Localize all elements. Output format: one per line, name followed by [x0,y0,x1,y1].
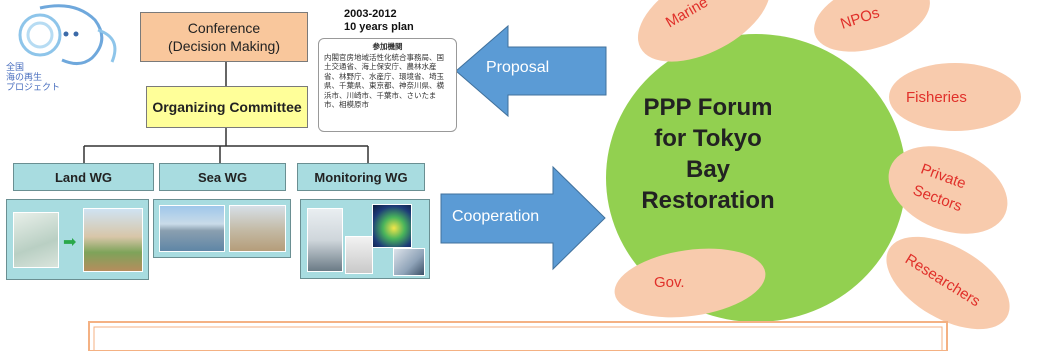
participants-box: 参加機関 内閣官房地域活性化統合事務局、国土交通省、海上保安庁、農林水産省、林野… [318,38,457,132]
sea-photo-2 [229,205,286,252]
logo-text: 全国 海の再生 プロジェクト [6,62,60,92]
forum-title-line-4: Restoration [641,187,775,214]
cooperation-label: Cooperation [452,208,540,225]
plan-title: 2003-2012 10 years plan [344,8,414,34]
logo-line-1: 全国 [6,62,25,72]
land-wg-box: Land WG [13,163,154,191]
sea-wg-label: Sea WG [197,169,248,185]
logo-line-2: 海の再生 [6,72,43,82]
land-photo-2 [83,208,143,272]
participants-list: 内閣官房地域活性化統合事務局、国土交通省、海上保安庁、農林水産省、林野庁、水産庁… [324,52,444,110]
cooperation-arrow [440,165,606,271]
forum-title-line-1: PPP Forum [643,94,773,121]
logo-line-3: プロジェクト [6,82,61,92]
proposal-arrow [455,24,607,118]
monitoring-photo-4 [393,248,425,276]
plan-title-label: 10 years plan [344,21,414,33]
arrow-right-icon: ➡ [63,234,77,251]
petal-gov [614,248,766,318]
participants-header: 参加機関 [372,42,403,51]
monitoring-wg-photos [300,199,430,279]
monitoring-wg-box: Monitoring WG [297,163,425,191]
petal-label-gov: Gov. [654,274,685,291]
organizing-committee-label: Organizing Committee [152,99,302,115]
forum-title-line-3: Bay [685,156,731,183]
petal-fisheries [889,63,1021,131]
forum-title-line-2: for Tokyo [654,125,762,152]
petal-npos [814,0,930,52]
sea-photo-1 [159,205,225,252]
sea-wg-box: Sea WG [159,163,286,191]
conference-title: Conference [187,20,261,36]
conference-box: Conference (Decision Making) [140,12,308,62]
petal-private-sectors [888,146,1008,234]
petal-researchers [886,236,1010,330]
monitoring-photo-2 [372,204,412,248]
forum-circle [606,34,906,322]
proposal-label: Proposal [486,59,550,76]
monitoring-wg-label: Monitoring WG [314,169,408,185]
conference-subtitle: (Decision Making) [167,38,281,54]
petals [614,0,1021,330]
petal-label-fisheries: Fisheries [906,89,967,106]
plan-title-years: 2003-2012 [344,8,397,20]
petal-marine [637,0,771,62]
logo-swirl [18,4,117,65]
organizing-committee-box: Organizing Committee [146,86,308,128]
land-wg-photos: ➡ [6,199,149,280]
org-connectors [83,62,369,163]
bottom-bar [88,321,948,351]
monitoring-photo-1 [307,208,343,272]
monitoring-photo-3 [345,236,373,274]
land-photo-1 [13,212,59,268]
forum-title: PPP Forum for Tokyo Bay Restoration [633,92,783,216]
land-wg-label: Land WG [54,169,113,185]
sea-wg-photos [153,199,291,258]
